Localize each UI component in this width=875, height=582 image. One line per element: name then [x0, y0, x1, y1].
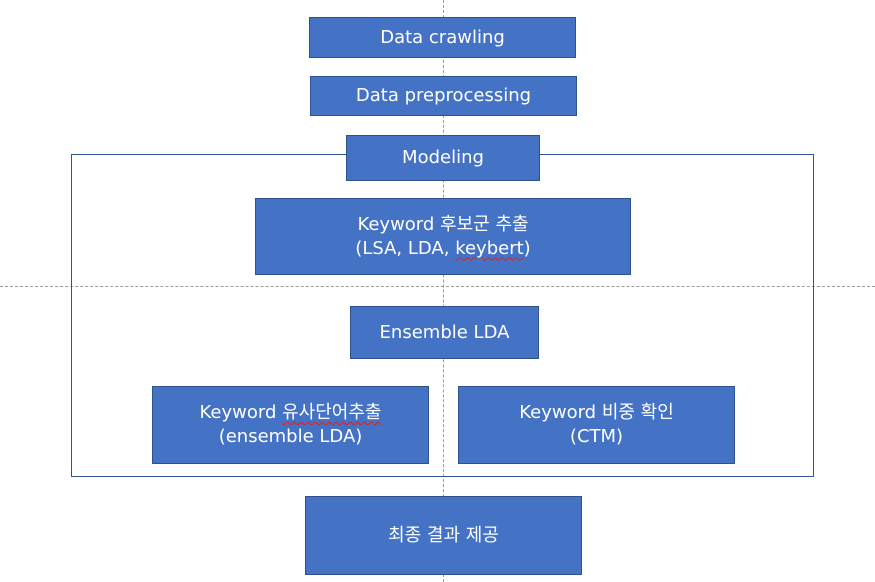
- spellcheck-marked-word: keybert: [455, 237, 524, 259]
- data-preprocessing-label: Data preprocessing: [355, 85, 532, 106]
- modeling-box[interactable]: Modeling: [346, 135, 540, 181]
- keyword-similar-words-box[interactable]: Keyword 유사단어추출 (ensemble LDA): [152, 386, 429, 464]
- keyword-candidate-methods: (LSA, LDA, keybert): [355, 237, 531, 259]
- keyword-weight-box[interactable]: Keyword 비중 확인 (CTM): [458, 386, 735, 464]
- data-crawling-label: Data crawling: [380, 26, 505, 48]
- keyword-weight-method: (CTM): [569, 426, 624, 447]
- data-preprocessing-box[interactable]: Data preprocessing: [310, 76, 577, 116]
- keyword-candidate-box[interactable]: Keyword 후보군 추출 (LSA, LDA, keybert): [255, 198, 631, 275]
- data-crawling-box[interactable]: Data crawling: [309, 17, 576, 58]
- ensemble-lda-label: Ensemble LDA: [379, 321, 510, 343]
- final-result-label: 최종 결과 제공: [388, 524, 499, 546]
- final-result-box[interactable]: 최종 결과 제공: [305, 496, 582, 575]
- ensemble-lda-box[interactable]: Ensemble LDA: [350, 306, 539, 359]
- vertical-guide-line: [443, 0, 444, 582]
- modeling-label: Modeling: [402, 147, 484, 168]
- keyword-candidate-title: Keyword 후보군 추출: [357, 213, 529, 235]
- horizontal-guide-line: [0, 286, 875, 287]
- keyword-similar-words-title: Keyword 유사단어추출: [199, 402, 382, 423]
- keyword-weight-title: Keyword 비중 확인: [519, 402, 674, 423]
- keyword-similar-words-method: (ensemble LDA): [218, 426, 363, 447]
- spellcheck-marked-word: 유사단어추출: [282, 402, 382, 423]
